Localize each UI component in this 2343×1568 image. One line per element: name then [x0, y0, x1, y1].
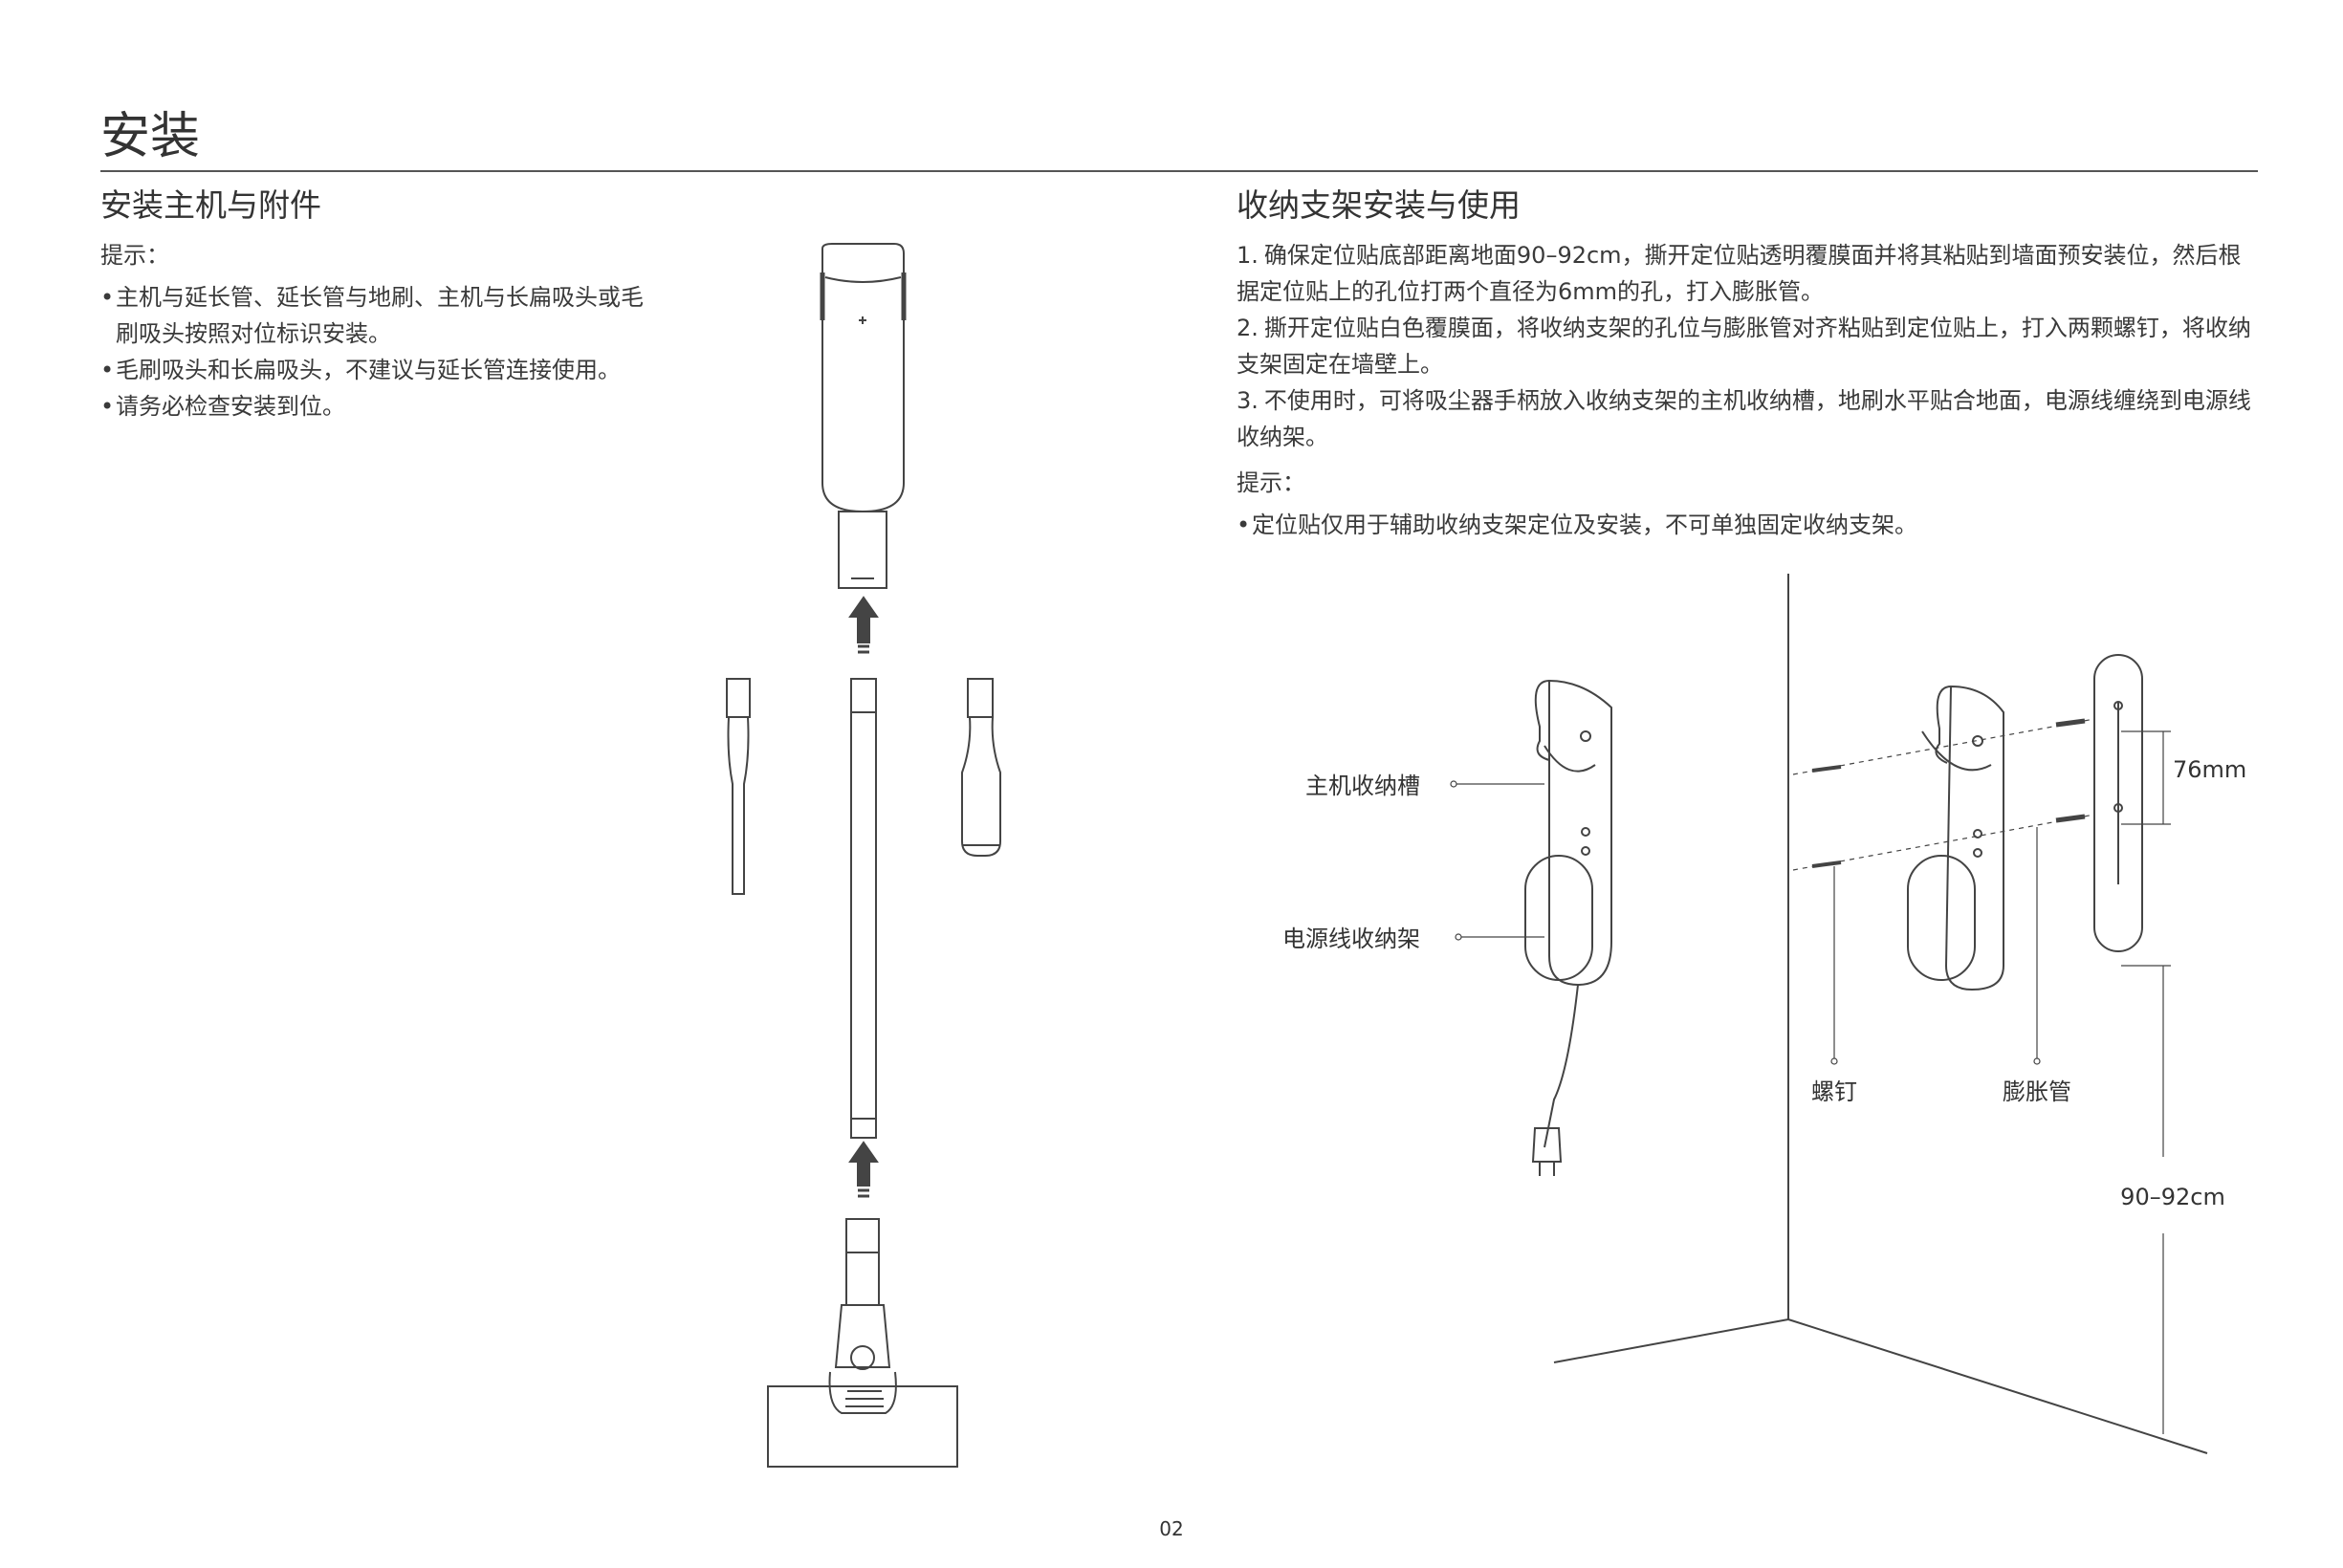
crevice-nozzle — [726, 678, 751, 895]
anchor-icon — [2033, 718, 2086, 1065]
dimension-hole-spacing — [2121, 730, 2171, 825]
wall-corner — [1553, 574, 2208, 1454]
dimension-height — [2121, 965, 2171, 1434]
step-item: 3.不使用时，可将吸尘器手柄放入收纳支架的主机收纳槽，地刷水平贴合地面，电源线缠… — [1237, 382, 2260, 455]
storage-bracket-assembled — [1524, 679, 1612, 1176]
label-height: 90–92cm — [2120, 1184, 2225, 1210]
up-arrow-icon — [848, 1141, 879, 1198]
hint-list: 主机与延长管、延长管与地刷、主机与长扁吸头或毛刷吸头按照对位标识安装。 毛刷吸头… — [100, 279, 655, 425]
brush-nozzle — [961, 678, 1001, 857]
hint-item: 毛刷吸头和长扁吸头，不建议与延长管连接使用。 — [100, 352, 655, 388]
step-number: 2. — [1237, 315, 1259, 341]
step-item: 2.撕开定位贴白色覆膜面，将收纳支架的孔位与膨胀管对齐粘贴到定位贴上，打入两颗螺… — [1237, 310, 2260, 382]
hint-item: 主机与延长管、延长管与地刷、主机与长扁吸头或毛刷吸头按照对位标识安装。 — [100, 279, 655, 352]
section-heading-install: 安装主机与附件 — [100, 186, 321, 224]
storage-instructions: 1.确保定位贴底部距离地面90–92cm，撕开定位贴透明覆膜面并将其粘贴到墙面预… — [1237, 237, 2260, 543]
floor-brush — [767, 1218, 958, 1468]
storage-bracket-exploded — [1907, 685, 2004, 991]
label-anchor: 膨胀管 — [2003, 1078, 2071, 1105]
label-cord-rack: 电源线收纳架 — [1282, 926, 1420, 952]
leader-cord-rack — [1455, 933, 1544, 941]
page-number: 02 — [1159, 1517, 1184, 1540]
hint-item: 请务必检查安装到位。 — [100, 388, 655, 425]
hint-item: 定位贴仅用于辅助收纳支架定位及安装，不可单独固定收纳支架。 — [1237, 507, 2260, 543]
step-item: 1.确保定位贴底部距离地面90–92cm，撕开定位贴透明覆膜面并将其粘贴到墙面预… — [1237, 237, 2260, 310]
screw-icon — [1811, 765, 1842, 1065]
vacuum-main-unit — [820, 243, 907, 589]
step-text: 撕开定位贴白色覆膜面，将收纳支架的孔位与膨胀管对齐粘贴到定位贴上，打入两颗螺钉，… — [1237, 315, 2251, 378]
leader-host-slot — [1450, 780, 1544, 788]
step-list: 1.确保定位贴底部距离地面90–92cm，撕开定位贴透明覆膜面并将其粘贴到墙面预… — [1237, 237, 2260, 455]
page-title: 安装 — [100, 108, 201, 165]
install-hints: 提示： 主机与延长管、延长管与地刷、主机与长扁吸头或毛刷吸头按照对位标识安装。 … — [100, 237, 655, 425]
section-heading-storage: 收纳支架安装与使用 — [1237, 186, 1521, 224]
up-arrow-icon — [848, 596, 879, 654]
extension-tube — [850, 678, 877, 1139]
step-text: 确保定位贴底部距离地面90–92cm，撕开定位贴透明覆膜面并将其粘贴到墙面预安装… — [1237, 242, 2242, 305]
positioning-sticker — [2093, 654, 2143, 952]
step-number: 3. — [1237, 387, 1259, 414]
hint-list: 定位贴仅用于辅助收纳支架定位及安装，不可单独固定收纳支架。 — [1237, 507, 2260, 543]
hint-label: 提示： — [1237, 469, 1305, 496]
step-number: 1. — [1237, 242, 1259, 269]
title-divider — [100, 170, 2258, 172]
hint-label: 提示： — [100, 242, 169, 269]
step-text: 不使用时，可将吸尘器手柄放入收纳支架的主机收纳槽，地刷水平贴合地面，电源线缠绕到… — [1237, 387, 2251, 450]
label-hole-spacing: 76mm — [2173, 756, 2246, 783]
label-screw: 螺钉 — [1811, 1078, 1857, 1105]
alignment-guides — [1792, 718, 2095, 871]
label-host-slot: 主机收纳槽 — [1305, 773, 1420, 799]
